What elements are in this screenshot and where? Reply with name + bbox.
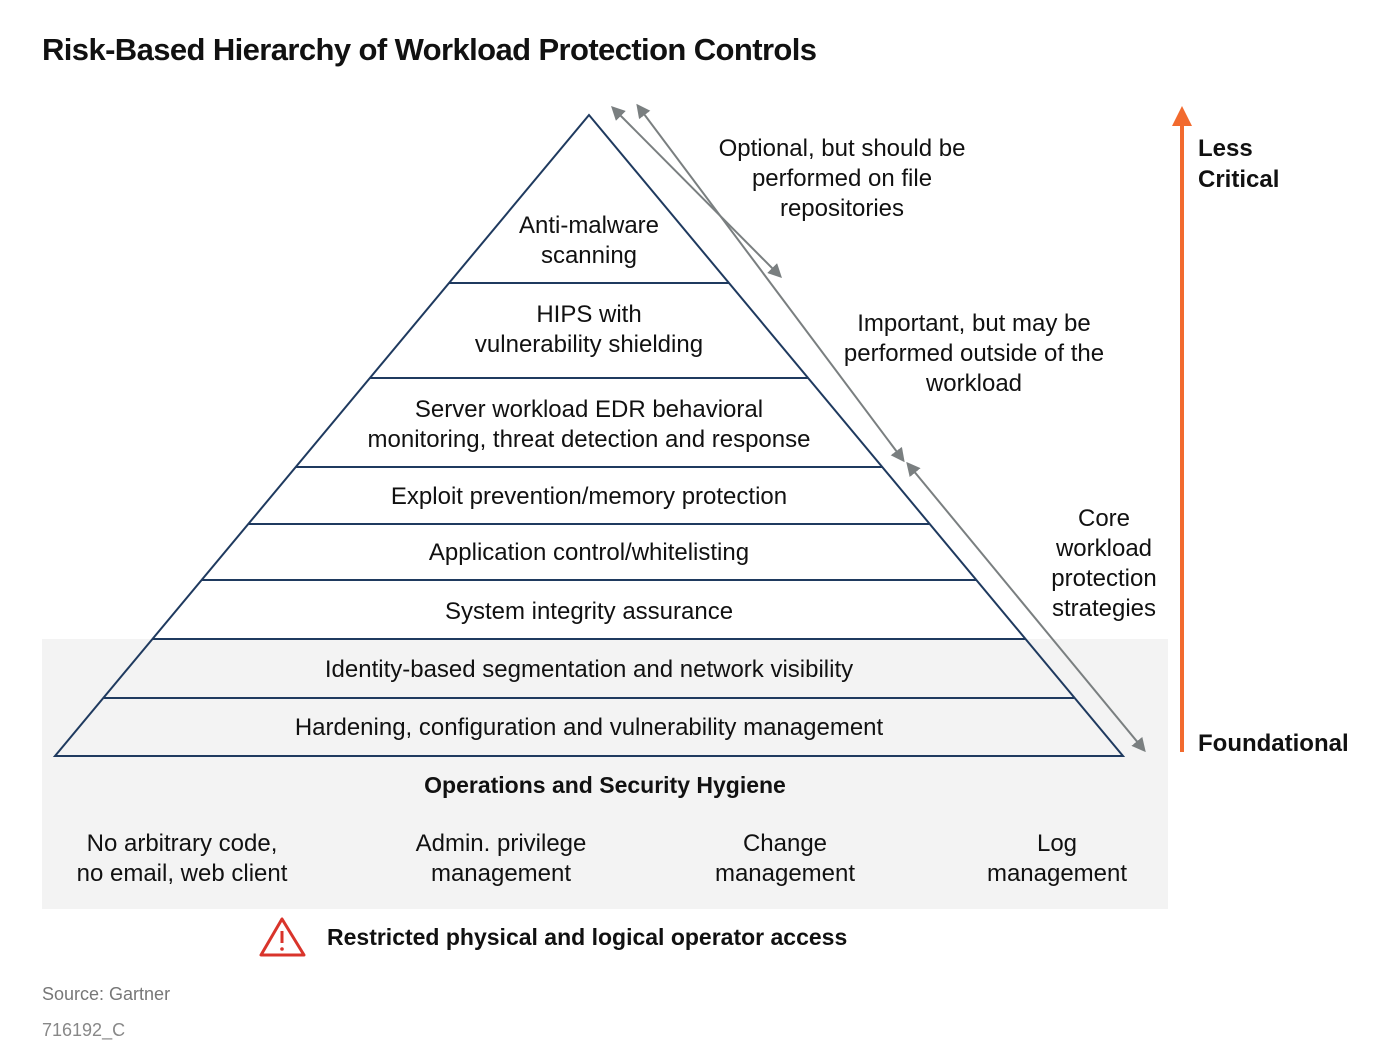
tier-hardening: Hardening, configuration and vulnerabili… — [294, 714, 884, 741]
page-title: Risk-Based Hierarchy of Workload Protect… — [42, 32, 817, 67]
source-label: Source: Gartner — [42, 984, 171, 1004]
range-arrow-important — [636, 103, 905, 463]
scale-bottom-label: Foundational — [1198, 730, 1349, 757]
note-optional: Optional, but should be performed on fil… — [718, 135, 966, 222]
note-core: Core workload protection strategies — [1051, 505, 1157, 622]
tier-exploit-prevention: Exploit prevention/memory protection — [390, 483, 788, 510]
warning-text: Restricted physical and logical operator… — [327, 924, 848, 950]
warning-triangle-icon — [259, 917, 306, 957]
tier-system-integrity: System integrity assurance — [444, 598, 734, 625]
range-arrow-core — [906, 461, 1146, 753]
hygiene-item: No arbitrary code,no email, web client — [76, 830, 288, 887]
scale-top-label: Less Critical — [1198, 135, 1280, 193]
tier-application-control: Application control/whitelisting — [428, 539, 750, 566]
tier-identity-segmentation: Identity-based segmentation and network … — [324, 656, 854, 683]
note-important: Important, but may be performed outside … — [843, 310, 1105, 397]
hygiene-title: Operations and Security Hygiene — [424, 772, 786, 798]
document-id: 716192_C — [42, 1020, 126, 1040]
